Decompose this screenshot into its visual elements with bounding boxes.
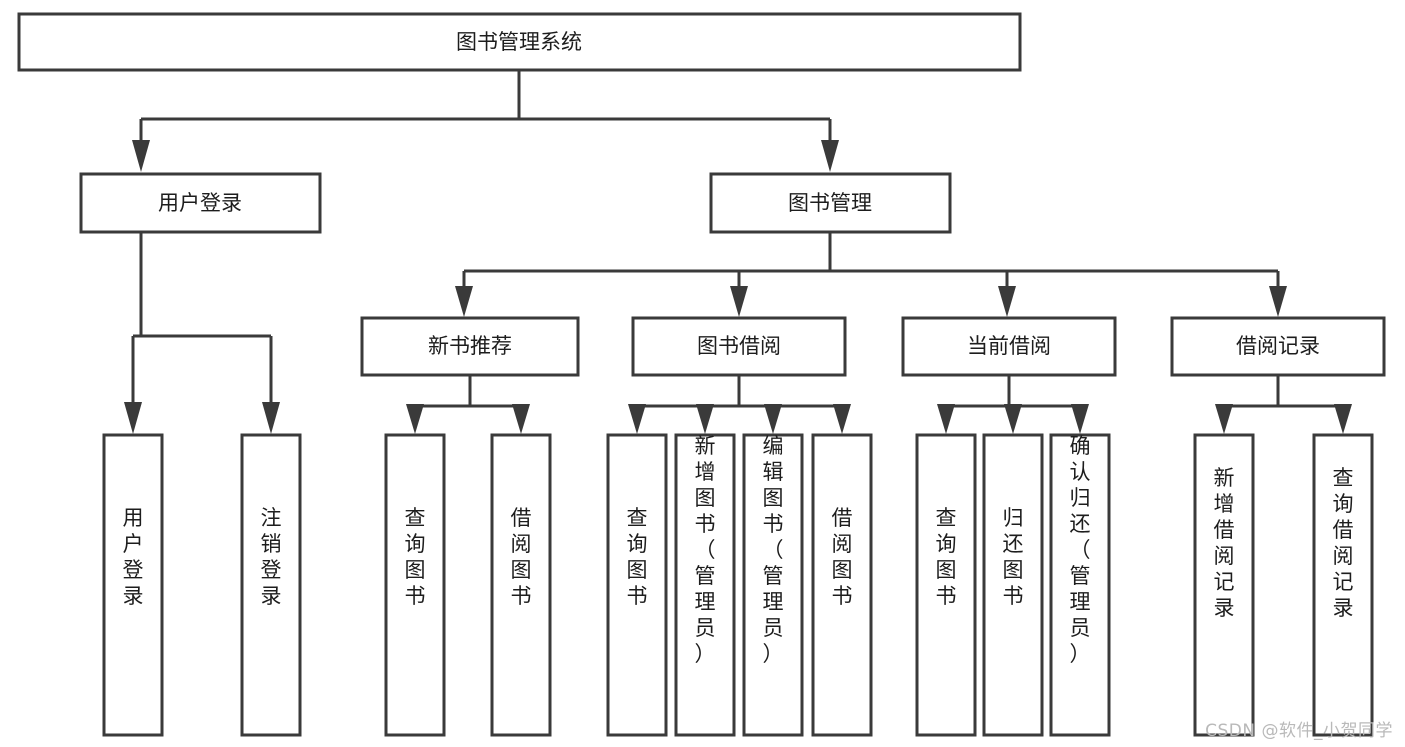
node-leaf-box[interactable] — [240, 433, 302, 737]
arrow-head-icon — [1334, 404, 1352, 434]
node-leaf-newbook-query[interactable]: 查询图书 — [384, 433, 446, 737]
connector-group-borrowrecord — [1215, 375, 1352, 434]
node-leaf-label: 用户登录 — [123, 506, 144, 608]
node-current-borrow-label: 当前借阅 — [967, 334, 1051, 358]
node-leaf-box[interactable] — [811, 433, 873, 737]
arrow-head-icon — [132, 140, 150, 172]
node-book-management[interactable]: 图书管理 — [709, 172, 952, 234]
connector-group-newbook — [406, 375, 530, 434]
arrow-head-icon — [455, 286, 473, 317]
node-leaf-label: 新增图书（管理员） — [695, 434, 716, 666]
node-leaf-label: 编辑图书（管理员） — [763, 434, 784, 666]
node-leaf-label: 新增借阅记录 — [1214, 466, 1235, 620]
node-leaf-current-query[interactable]: 查询图书 — [915, 433, 977, 737]
node-leaf-record-query[interactable]: 查询借阅记录 — [1312, 433, 1374, 737]
node-new-book-recommend[interactable]: 新书推荐 — [360, 316, 580, 377]
node-leaf-borrow-add[interactable]: 新增图书（管理员） — [674, 433, 736, 737]
node-leaf-label: 查询借阅记录 — [1333, 466, 1354, 620]
node-book-borrow-label: 图书借阅 — [697, 334, 781, 358]
node-book-management-box[interactable] — [709, 172, 952, 234]
node-leaf-box[interactable] — [1049, 433, 1111, 737]
node-leaf-box[interactable] — [384, 433, 446, 737]
node-leaf-user-login-logout[interactable]: 注销登录 — [240, 433, 302, 737]
node-borrow-record[interactable]: 借阅记录 — [1170, 316, 1386, 377]
node-leaf-box[interactable] — [606, 433, 668, 737]
node-leaf-box[interactable] — [102, 433, 164, 737]
node-current-borrow[interactable]: 当前借阅 — [901, 316, 1117, 377]
node-leaf-label: 查询图书 — [936, 506, 957, 608]
arrow-head-icon — [998, 286, 1016, 317]
node-book-borrow[interactable]: 图书借阅 — [631, 316, 847, 377]
node-leaf-borrow-query[interactable]: 查询图书 — [606, 433, 668, 737]
node-root[interactable]: 图书管理系统 — [17, 12, 1022, 72]
node-leaf-box[interactable] — [674, 433, 736, 737]
connector-group-bookmgmt — [455, 232, 1287, 317]
node-leaf-borrow-borrow[interactable]: 借阅图书 — [811, 433, 873, 737]
node-user-login[interactable]: 用户登录 — [79, 172, 322, 234]
arrow-head-icon — [937, 404, 955, 434]
node-leaf-label: 注销登录 — [261, 506, 282, 608]
node-leaf-label: 查询图书 — [627, 506, 648, 608]
node-new-book-recommend-box[interactable] — [360, 316, 580, 377]
node-book-borrow-box[interactable] — [631, 316, 847, 377]
csdn-watermark: CSDN @软件_小贺同学 — [1205, 721, 1393, 741]
node-leaf-box[interactable] — [915, 433, 977, 737]
arrow-head-icon — [1071, 404, 1089, 434]
node-leaf-borrow-edit[interactable]: 编辑图书（管理员） — [742, 433, 804, 737]
node-leaf-label: 借阅图书 — [511, 506, 532, 608]
arrow-head-icon — [124, 402, 142, 434]
node-leaf-newbook-borrow[interactable]: 借阅图书 — [490, 433, 552, 737]
arrow-head-icon — [628, 404, 646, 434]
arrow-head-icon — [1004, 404, 1022, 434]
connector-group-userlogin — [124, 232, 280, 434]
node-user-login-label: 用户登录 — [158, 191, 242, 215]
arrow-head-icon — [1269, 286, 1287, 317]
connector-group-currentborrow — [937, 375, 1089, 434]
node-leaf-box[interactable] — [490, 433, 552, 737]
arrow-head-icon — [764, 404, 782, 434]
node-leaf-label: 归还图书 — [1003, 506, 1024, 608]
node-leaf-current-confirm[interactable]: 确认归还（管理员） — [1049, 433, 1111, 737]
node-new-book-recommend-label: 新书推荐 — [428, 334, 512, 358]
arrow-head-icon — [833, 404, 851, 434]
node-leaf-box[interactable] — [982, 433, 1044, 737]
node-leaf-record-add[interactable]: 新增借阅记录 — [1193, 433, 1255, 737]
node-root-label: 图书管理系统 — [456, 30, 582, 54]
arrow-head-icon — [696, 404, 714, 434]
node-user-login-box[interactable] — [79, 172, 322, 234]
node-current-borrow-box[interactable] — [901, 316, 1117, 377]
node-leaf-label: 借阅图书 — [832, 506, 853, 608]
arrow-head-icon — [512, 404, 530, 434]
arrow-head-icon — [730, 286, 748, 317]
node-leaf-user-login-login[interactable]: 用户登录 — [102, 433, 164, 737]
node-borrow-record-label: 借阅记录 — [1236, 334, 1320, 358]
node-book-management-label: 图书管理 — [788, 191, 872, 215]
connector-group-bookborrow — [628, 375, 851, 434]
node-leaf-current-return[interactable]: 归还图书 — [982, 433, 1044, 737]
node-borrow-record-box[interactable] — [1170, 316, 1386, 377]
node-root-box[interactable] — [17, 12, 1022, 72]
node-leaf-label: 查询图书 — [405, 506, 426, 608]
connector-group-root — [132, 70, 839, 172]
node-leaf-label: 确认归还（管理员） — [1070, 434, 1091, 666]
node-leaf-box[interactable] — [1312, 433, 1374, 737]
node-leaf-box[interactable] — [742, 433, 804, 737]
arrow-head-icon — [1215, 404, 1233, 434]
arrow-head-icon — [406, 404, 424, 434]
arrow-head-icon — [821, 140, 839, 172]
arrow-head-icon — [262, 402, 280, 434]
node-leaf-box[interactable] — [1193, 433, 1255, 737]
